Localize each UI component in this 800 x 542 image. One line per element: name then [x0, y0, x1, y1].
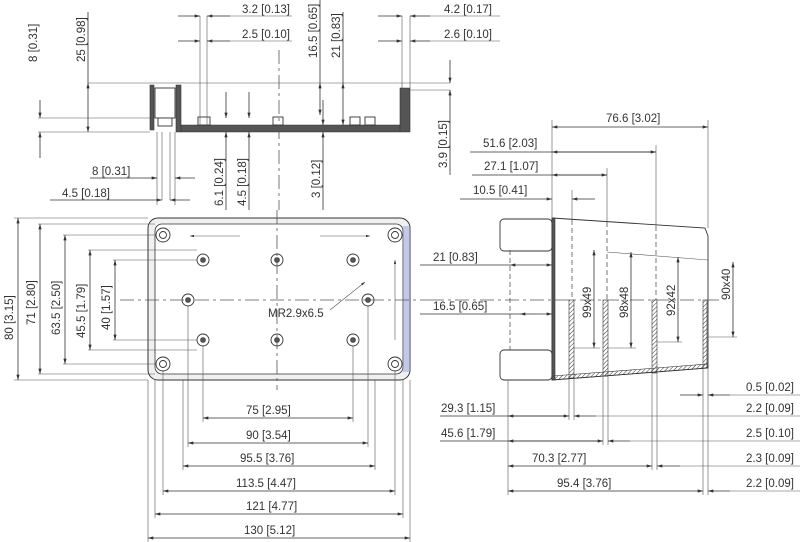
dim-label: 8 [0.31]: [92, 166, 130, 178]
dim-label: 25 [0.98]: [76, 17, 88, 62]
dim-label: 2.6 [0.10]: [444, 29, 492, 41]
dim-label: 16.5 [0.65]: [308, 4, 320, 58]
pcb-size-label: 90x40: [721, 269, 733, 300]
dim-label: 21 [0.83]: [433, 252, 478, 264]
dim-label: 4.2 [0.17]: [444, 4, 492, 16]
dim-label: 70.3 [2.77]: [532, 453, 586, 465]
dim-label: 80 [3.15]: [4, 295, 16, 340]
dim-label: 130 [5.12]: [244, 525, 295, 537]
dim-label: 29.3 [1.15]: [441, 403, 495, 415]
side-view: 76.6 [3.02] 51.6 [2.03] 27.1 [1.07] 10.5…: [420, 113, 800, 495]
dim-label: 51.6 [2.03]: [483, 138, 537, 150]
dim-label: 4.5 [0.18]: [62, 188, 110, 200]
dim-label: 3.2 [0.13]: [242, 4, 290, 16]
section-view: 3.2 [0.13] 2.5 [0.10] 16.5 [0.65] 21 [0.…: [28, 0, 500, 210]
dim-label: 2.2 [0.09]: [746, 478, 794, 490]
dim-label: 71 [2.80]: [26, 280, 38, 325]
pcb-size-label: 92x42: [666, 285, 678, 316]
dim-label: 75 [2.95]: [246, 405, 291, 417]
screw-note: MR2.9x6.5: [268, 308, 324, 320]
dim-label: 95.5 [3.76]: [240, 453, 294, 465]
pcb-size-label: 99x49: [582, 287, 594, 318]
dim-label: 2.2 [0.09]: [746, 403, 794, 415]
dim-label: 3 [0.12]: [311, 160, 323, 198]
dim-label: 2.5 [0.10]: [242, 29, 290, 41]
dim-label: 90 [3.54]: [246, 430, 291, 442]
dim-label: 4.5 [0.18]: [237, 158, 249, 206]
dim-label: 45.6 [1.79]: [441, 428, 495, 440]
top-view: MR2.9x6.5 80 [3.15] 71 [2.80] 63.5 [2.50…: [4, 210, 430, 542]
dim-label: 121 [4.77]: [246, 501, 297, 513]
dim-label: 76.6 [3.02]: [606, 113, 660, 125]
dim-label: 6.1 [0.24]: [214, 158, 226, 206]
corner-screw-holes: [155, 227, 403, 372]
dim-label: 2.3 [0.09]: [746, 453, 794, 465]
dim-label: 45.5 [1.79]: [76, 284, 88, 338]
dim-label: 2.5 [0.10]: [746, 428, 794, 440]
dim-label: 16.5 [0.65]: [433, 301, 487, 313]
dim-label: 3.9 [0.15]: [438, 120, 450, 168]
dim-label: 8 [0.31]: [28, 24, 40, 62]
dim-label: 21 [0.83]: [331, 13, 343, 58]
dim-label: 95.4 [3.76]: [557, 478, 611, 490]
dim-label: 40 [1.57]: [101, 285, 113, 330]
pcb-size-label: 98x48: [619, 287, 631, 318]
dim-label: 63.5 [2.50]: [51, 281, 63, 335]
dim-label: 27.1 [1.07]: [484, 161, 538, 173]
dim-label: 10.5 [0.41]: [473, 185, 527, 197]
dim-label: 0.5 [0.02]: [746, 382, 794, 394]
dim-label: 113.5 [4.47]: [236, 478, 296, 490]
